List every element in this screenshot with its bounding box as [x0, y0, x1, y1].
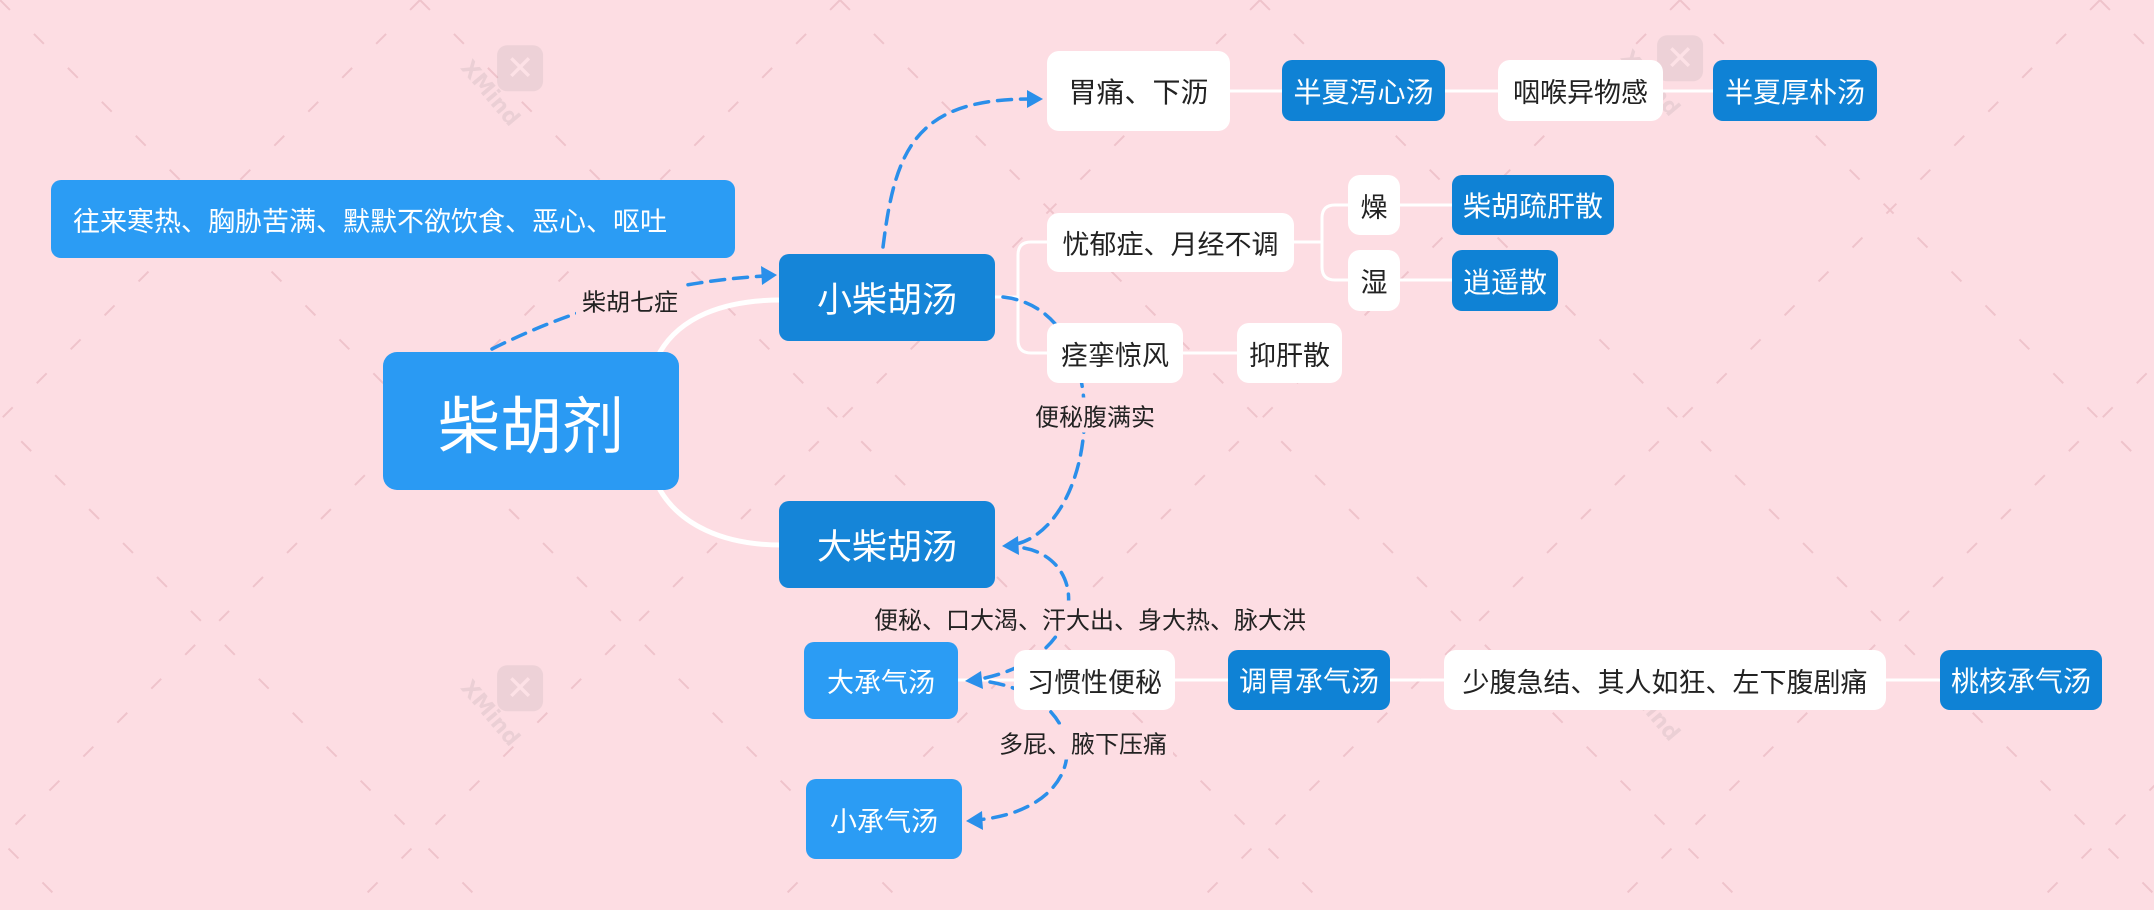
topic-yanhou[interactable]: 咽喉异物感	[1498, 60, 1663, 121]
arrowhead	[1027, 90, 1043, 108]
topic-banxia-xiexin[interactable]: 半夏泻心汤	[1282, 60, 1445, 121]
topic-taohe[interactable]: 桃核承气汤	[1940, 650, 2102, 710]
branch-line-root-to-xiao-chaihu	[657, 297, 784, 355]
branch-line-root-to-da-chaihu	[657, 487, 784, 548]
floating-topic[interactable]: 往来寒热、胸胁苦满、默默不欲饮食、恶心、呕吐	[51, 180, 735, 258]
central-topic[interactable]: 柴胡剂	[383, 352, 679, 490]
arrowhead	[1002, 536, 1019, 555]
relation-line-to-weitong[interactable]	[881, 97, 1032, 249]
arrowhead	[966, 811, 983, 830]
topic-zao[interactable]: 燥	[1348, 175, 1400, 235]
topic-xiaoyao[interactable]: 逍遥散	[1452, 250, 1558, 311]
topic-tiaowei[interactable]: 调胃承气汤	[1228, 650, 1390, 710]
topic-da-chengqi[interactable]: 大承气汤	[804, 642, 958, 719]
topic-chaihu-shugan[interactable]: 柴胡疏肝散	[1452, 175, 1614, 235]
topic-xiao-chaihu[interactable]: 小柴胡汤	[779, 254, 995, 341]
topic-xiao-chengqi[interactable]: 小承气汤	[806, 779, 962, 859]
topic-da-chaihu[interactable]: 大柴胡汤	[779, 501, 995, 588]
topic-yigan[interactable]: 抑肝散	[1237, 323, 1342, 383]
topic-shaofu[interactable]: 少腹急结、其人如狂、左下腹剧痛	[1444, 650, 1886, 710]
topic-jingluan[interactable]: 痉挛惊风	[1047, 323, 1183, 383]
topic-youyu[interactable]: 忧郁症、月经不调	[1047, 213, 1294, 272]
topic-banxia-houpu[interactable]: 半夏厚朴汤	[1713, 60, 1877, 121]
branch-line-youyu-children	[1292, 203, 1350, 282]
relation-label-to-da-chengqi[interactable]: 便秘、口大渴、汗大出、身大热、脉大洪	[868, 600, 1312, 636]
topic-weitong[interactable]: 胃痛、下沥	[1047, 51, 1230, 131]
arrowhead	[965, 671, 983, 689]
relation-line-to-da-chengqi[interactable]	[973, 546, 1071, 682]
arrowhead	[761, 266, 777, 285]
topic-shi[interactable]: 湿	[1348, 250, 1400, 311]
relation-label-to-xiao-chengqi[interactable]: 多屁、腋下压痛	[993, 724, 1173, 760]
relation-label-to-da-chaihu[interactable]: 便秘腹满实	[1029, 397, 1161, 433]
topic-xiguan[interactable]: 习惯性便秘	[1014, 650, 1175, 710]
relation-label-seven-symptoms[interactable]: 柴胡七症	[576, 282, 684, 318]
